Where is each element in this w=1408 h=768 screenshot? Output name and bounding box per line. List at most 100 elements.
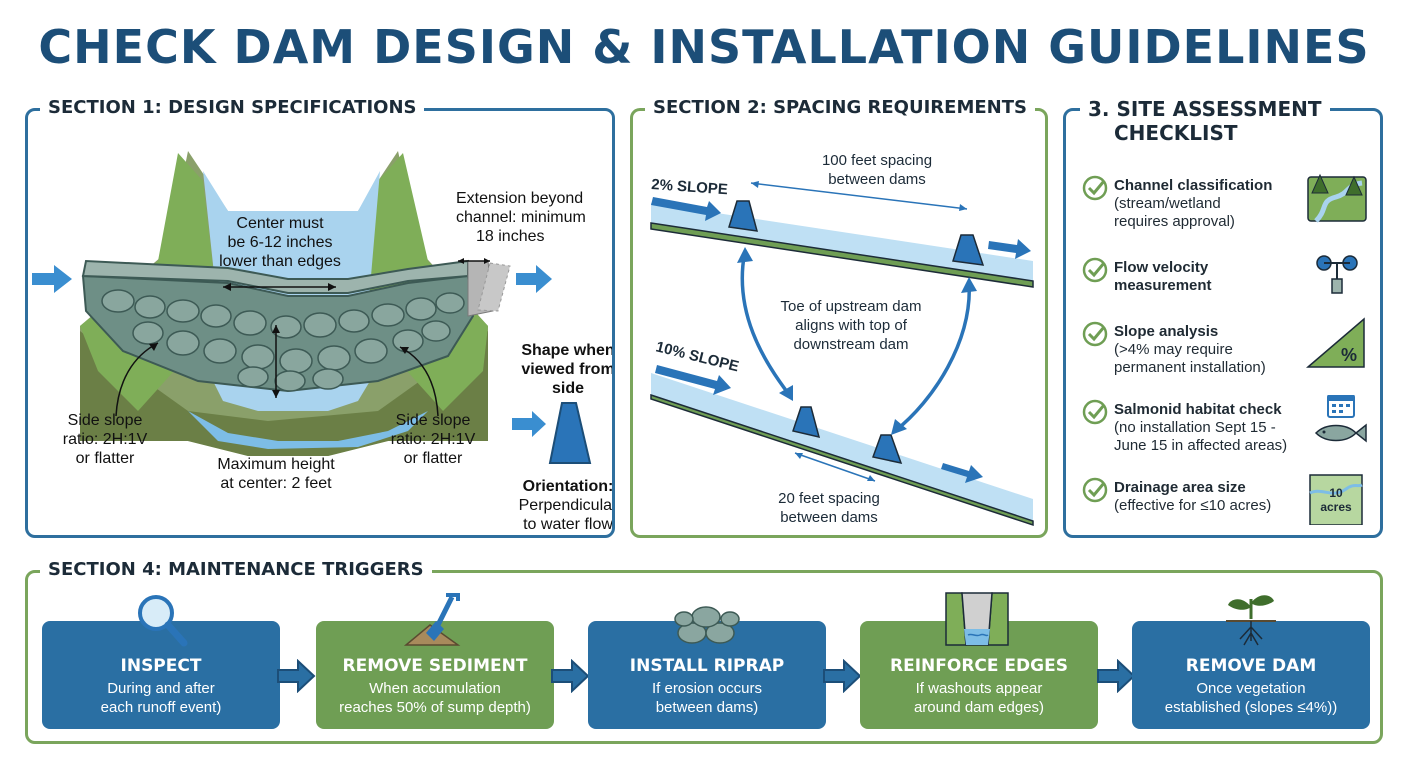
checklist-item-detail: (effective for ≤10 acres)	[1114, 497, 1272, 514]
step-inspect[interactable]: INSPECT During and after each runoff eve…	[42, 621, 280, 729]
checklist-item-title: Drainage area size	[1114, 479, 1246, 496]
section2-title: SECTION 2: SPACING REQUIREMENTS	[645, 97, 1035, 119]
step-desc-line-2: around dam edges)	[913, 699, 1045, 716]
section-site-assessment-checklist: 3. SITE ASSESSMENT CHECKLIST Channel cla…	[1063, 97, 1383, 538]
step-arrow-icon	[823, 659, 862, 693]
spacing-top-line-2: between dams	[828, 171, 926, 188]
check-circle-icon	[1082, 477, 1108, 503]
section-spacing-requirements: SECTION 2: SPACING REQUIREMENTS 2% SLOPE…	[630, 97, 1048, 538]
step-desc-line-1: If erosion occurs	[651, 680, 763, 697]
svg-text:Perpendicular: Perpendicular	[519, 497, 612, 514]
bottom-spacing-line	[794, 452, 876, 482]
svg-text:Toe of upstream dam: Toe of upstream dam	[781, 298, 922, 315]
side-view-flow-arrow-icon	[512, 411, 546, 437]
section1-title: SECTION 1: DESIGN SPECIFICATIONS	[40, 97, 425, 119]
extension-note-line-1: Extension beyond	[456, 190, 583, 207]
top-spacing-line	[750, 182, 968, 210]
checklist-item-detail: measurement	[1114, 277, 1212, 294]
step-install-riprap[interactable]: INSTALL RIPRAP If erosion occurs between…	[588, 621, 826, 729]
step-desc-line-1: When accumulation	[369, 680, 501, 697]
spacing-bottom-line-1: 20 feet spacing	[778, 490, 880, 507]
side-slope-left-line-3: or flatter	[76, 450, 135, 467]
slope-percent-icon: %	[1306, 317, 1365, 368]
shape-label-line-1: Shape when	[521, 342, 612, 359]
checklist-item-detail: (>4% may require	[1114, 341, 1233, 358]
step-title: REMOVE DAM	[1185, 656, 1317, 676]
step-desc-line-2: each runoff event)	[100, 699, 222, 716]
checklist-item-detail: (stream/wetland	[1114, 195, 1221, 212]
spacing-top-line-1: 100 feet spacing	[822, 152, 932, 169]
top-slope-ground	[650, 222, 1034, 288]
section3-title-line-1: 3. SITE ASSESSMENT	[1088, 97, 1322, 121]
checklist-item-detail: (no installation Sept 15 -	[1114, 419, 1276, 436]
side-slope-left-line-2: ratio: 2H:1V	[63, 431, 148, 448]
step-arrow-icon	[277, 659, 316, 693]
check-circle-icon	[1082, 257, 1108, 283]
side-slope-left-line-1: Side slope	[68, 412, 143, 429]
height-dimension-arrows	[272, 325, 280, 398]
side-slope-left-leader	[115, 342, 159, 417]
bottom-upstream-dam	[792, 406, 821, 439]
extension-note-line-3: 18 inches	[476, 228, 545, 245]
svg-text:20 feet spacing: 20 feet spacing	[778, 490, 880, 507]
side-slope-left-arrowhead	[149, 343, 158, 351]
top-outflow-arrow-icon	[988, 239, 1031, 259]
bottom-slope-ground	[650, 393, 1034, 527]
rocks-icon	[674, 606, 740, 644]
step-desc-line-2: established (slopes ≤4%))	[1164, 699, 1338, 716]
orientation-line-2: to water flow	[523, 516, 612, 533]
svg-text:Orientation:: Orientation:	[523, 478, 612, 495]
step-title: INSPECT	[120, 656, 202, 676]
orientation-line-1: Perpendicular	[519, 497, 612, 514]
svg-text:viewed from: viewed from	[521, 361, 612, 378]
center-note-line-3: lower than edges	[219, 253, 341, 270]
toe-note-line-2: aligns with top of	[795, 317, 908, 334]
svg-text:side: side	[552, 380, 584, 397]
center-note-line-1: Center must	[236, 215, 324, 232]
dam-cross-section-diagram: Center must be 6-12 inches lower than ed…	[32, 151, 612, 533]
step-title: INSTALL RIPRAP	[629, 656, 785, 676]
side-slope-right-line-1: Side slope	[396, 412, 471, 429]
side-slope-right-line-2: ratio: 2H:1V	[391, 431, 476, 448]
svg-text:2% SLOPE: 2% SLOPE	[651, 176, 729, 198]
section3-title: 3. SITE ASSESSMENT CHECKLIST	[1080, 97, 1330, 145]
magnifier-icon	[138, 595, 188, 647]
step-title: REINFORCE EDGES	[890, 656, 1068, 676]
step-remove-sediment[interactable]: REMOVE SEDIMENT When accumulation reache…	[316, 621, 554, 729]
checklist-item-salmonid-habitat[interactable]: Salmonid habitat check(no installation S…	[1082, 395, 1372, 469]
svg-text:or flatter: or flatter	[76, 450, 135, 467]
svg-text:Shape when: Shape when	[521, 342, 612, 359]
slope-top-label: 2% SLOPE	[651, 176, 729, 198]
checklist-item-drainage-area[interactable]: Drainage area size(effective for ≤10 acr…	[1082, 474, 1372, 547]
svg-text:downstream dam: downstream dam	[793, 336, 908, 353]
top-downstream-dam	[952, 234, 985, 266]
toe-note-line-1: Toe of upstream dam	[781, 298, 922, 315]
svg-text:aligns with top of: aligns with top of	[795, 317, 908, 334]
checklist-item-title: Slope analysis	[1114, 323, 1219, 340]
step-arrow-icon	[1097, 659, 1136, 693]
section-maintenance-triggers: SECTION 4: MAINTENANCE TRIGGERS INSPECT …	[25, 559, 1383, 744]
svg-text:or flatter: or flatter	[404, 450, 463, 467]
alignment-arrow-left-heads	[737, 247, 793, 401]
checklist-item-detail: permanent installation)	[1114, 359, 1266, 376]
alignment-arrow-right	[893, 280, 971, 433]
svg-text:between dams: between dams	[828, 171, 926, 188]
svg-text:ratio: 2H:1V: ratio: 2H:1V	[391, 431, 476, 448]
shovel-icon	[403, 593, 461, 646]
section-design-specifications: SECTION 1: DESIGN SPECIFICATIONS	[25, 97, 615, 538]
svg-text:Side slope: Side slope	[396, 412, 471, 429]
map-acres-number: 10	[1329, 486, 1343, 500]
toe-note-line-3: downstream dam	[793, 336, 908, 353]
svg-text:Side slope: Side slope	[68, 412, 143, 429]
checklist-item-title: Flow velocity	[1114, 259, 1209, 276]
dam-side-profile-shape	[548, 402, 592, 464]
bottom-outflow-arrow-icon	[941, 463, 983, 483]
svg-text:lower than edges: lower than edges	[219, 253, 341, 270]
svg-text:to water flow: to water flow	[523, 516, 612, 533]
flow-meter-icon	[1316, 255, 1358, 294]
extension-dashed	[477, 262, 511, 312]
map-acres-unit: acres	[1320, 500, 1352, 514]
